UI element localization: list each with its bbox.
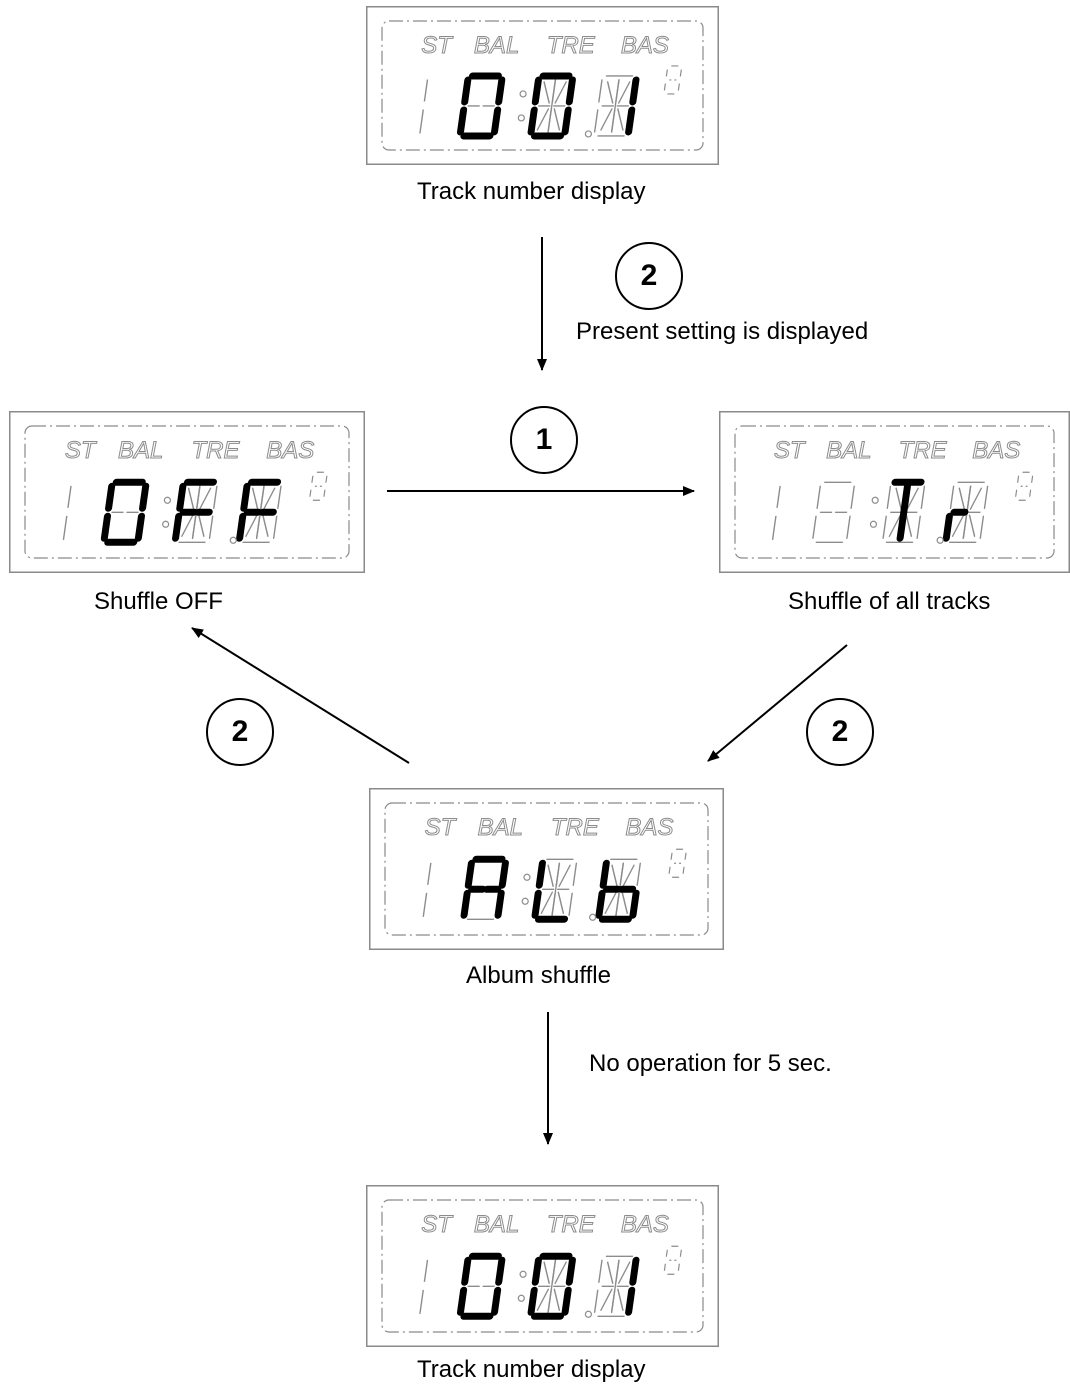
small-digit xyxy=(1015,471,1034,501)
small-digit xyxy=(309,471,328,501)
lcd-outer-frame xyxy=(719,411,1070,573)
lcd-digit-3 xyxy=(593,1255,640,1317)
colon-dot-upper xyxy=(523,873,531,881)
note-no-operation: No operation for 5 sec. xyxy=(589,1050,832,1077)
lcd-album-shuffle: ST BAL TRE BAS xyxy=(369,788,724,950)
leading-one-segment xyxy=(62,485,72,540)
lcd-digit-2 xyxy=(531,858,578,923)
step-circle-middle: 1 xyxy=(510,406,578,474)
step-circle-left: 2 xyxy=(206,698,274,766)
indicator-label-bas: BAS xyxy=(621,1211,669,1238)
small-digit xyxy=(663,1245,682,1275)
caption-album-shuffle: Album shuffle xyxy=(466,962,611,989)
lcd-track-number-bottom: ST BAL TRE BAS xyxy=(366,1185,719,1347)
indicator-label-tre: TRE xyxy=(551,814,600,841)
lcd-shuffle-off: ST BAL TRE BAS xyxy=(9,411,365,573)
lcd-digit-2 xyxy=(527,1252,576,1320)
indicator-label-bas: BAS xyxy=(621,32,669,59)
lcd-digit-1 xyxy=(812,481,855,543)
colon-dot-lower xyxy=(517,114,525,122)
indicator-label-st: ST xyxy=(774,437,807,464)
step-circle-top: 2 xyxy=(615,242,683,310)
indicator-label-tre: TRE xyxy=(547,1211,596,1238)
indicator-label-st: ST xyxy=(65,437,98,464)
caption-shuffle-all-tracks: Shuffle of all tracks xyxy=(788,588,991,615)
lcd-digit-3 xyxy=(593,75,640,137)
colon-dot-lower xyxy=(517,1294,525,1302)
indicator-label-bal: BAL xyxy=(826,437,871,464)
step-circle-right: 2 xyxy=(806,698,874,766)
caption-track-number-top: Track number display xyxy=(417,178,646,205)
lcd-digit-1 xyxy=(456,72,506,140)
indicator-label-bal: BAL xyxy=(478,814,523,841)
colon-dot-upper xyxy=(163,496,172,504)
indicator-label-bas: BAS xyxy=(972,437,1020,464)
colon-dot-lower xyxy=(521,897,529,905)
lcd-inner-frame xyxy=(734,425,1055,559)
leading-one-segment xyxy=(771,485,781,540)
small-digit xyxy=(668,848,687,878)
indicator-label-st: ST xyxy=(421,1211,454,1238)
lcd-inner-frame xyxy=(381,1199,704,1333)
lcd-digit-2 xyxy=(172,478,218,543)
lcd-outer-frame xyxy=(9,411,365,573)
indicator-label-st: ST xyxy=(421,32,454,59)
lcd-digit-1 xyxy=(460,855,509,920)
small-digit xyxy=(663,65,682,95)
lcd-digit-3 xyxy=(236,478,282,543)
decimal-point xyxy=(936,536,944,544)
indicator-label-bal: BAL xyxy=(474,32,519,59)
leading-one-segment xyxy=(422,862,432,917)
lcd-inner-frame xyxy=(384,802,709,936)
lcd-digit-1 xyxy=(100,478,150,546)
lcd-digit-1 xyxy=(456,1252,506,1320)
lcd-digit-2 xyxy=(527,72,576,140)
decimal-point xyxy=(589,913,597,921)
arrow-album-to-off xyxy=(191,627,410,764)
lcd-digit-3 xyxy=(942,481,989,543)
leading-one-segment xyxy=(419,1259,429,1314)
indicator-label-tre: TRE xyxy=(547,32,596,59)
lcd-inner-frame xyxy=(24,425,350,559)
indicator-label-tre: TRE xyxy=(191,437,240,464)
lcd-inner-frame xyxy=(381,20,704,151)
caption-track-number-bottom: Track number display xyxy=(417,1356,646,1383)
decimal-point xyxy=(229,536,237,544)
decimal-point xyxy=(584,130,592,138)
lcd-digit-2 xyxy=(882,478,926,543)
colon-dot-lower xyxy=(162,520,170,528)
lcd-shuffle-all-tracks: ST BAL TRE BAS xyxy=(719,411,1070,573)
indicator-label-bas: BAS xyxy=(625,814,673,841)
note-present-setting: Present setting is displayed xyxy=(576,318,869,345)
indicator-label-st: ST xyxy=(425,814,458,841)
lcd-track-number-top: ST BAL TRE BAS xyxy=(366,6,719,165)
caption-shuffle-off: Shuffle OFF xyxy=(94,588,223,615)
colon-dot-upper xyxy=(519,90,527,98)
colon-dot-upper xyxy=(871,496,879,504)
arrow-all-to-album xyxy=(707,644,848,762)
colon-dot-upper xyxy=(519,1270,527,1278)
colon-dot-lower xyxy=(869,520,878,528)
indicator-label-bas: BAS xyxy=(266,437,314,464)
decimal-point xyxy=(584,1310,592,1318)
indicator-label-bal: BAL xyxy=(118,437,163,464)
indicator-label-bal: BAL xyxy=(474,1211,519,1238)
lcd-digit-3 xyxy=(595,858,641,923)
leading-one-segment xyxy=(419,79,429,134)
indicator-label-tre: TRE xyxy=(899,437,948,464)
